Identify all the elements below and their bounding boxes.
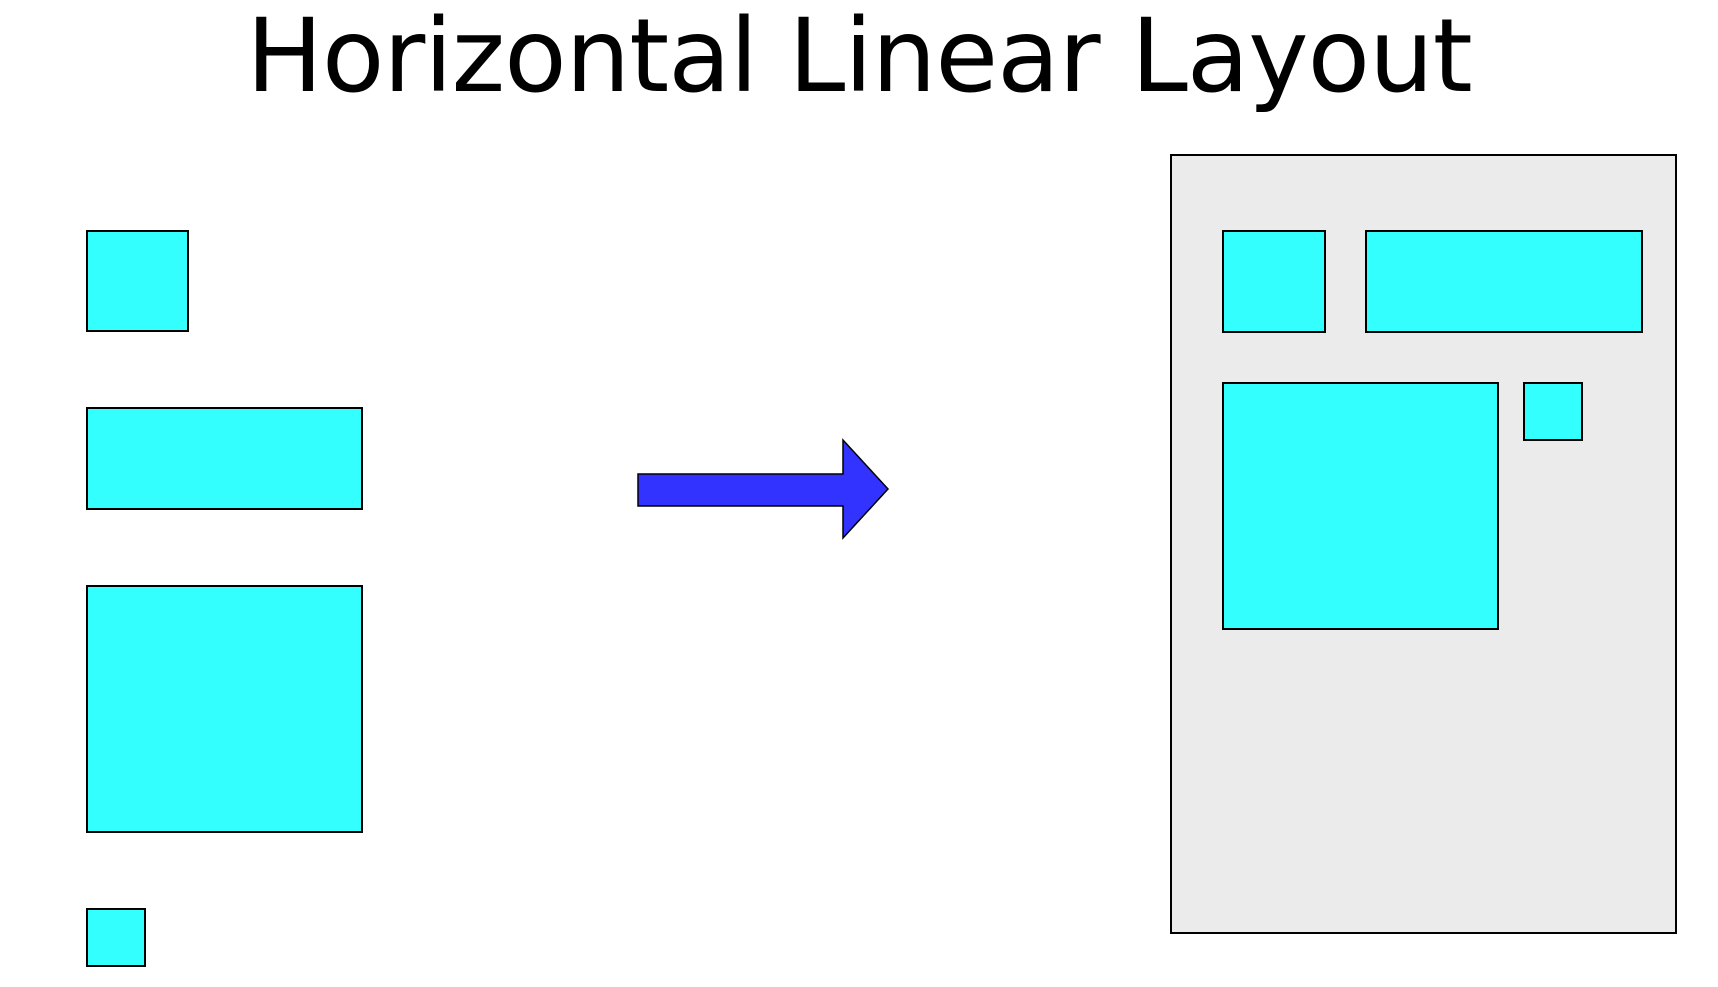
layout-screen-container — [1170, 154, 1677, 934]
source-box-tiny-square — [86, 908, 146, 967]
layout-box-tiny-square — [1523, 382, 1583, 441]
arrow-shape — [637, 438, 890, 540]
source-box-large-square — [86, 585, 363, 833]
layout-box-small-square — [1222, 230, 1326, 333]
slide-title: Horizontal Linear Layout — [246, 0, 1472, 116]
right-arrow-icon — [637, 438, 890, 540]
source-box-small-square — [86, 230, 189, 332]
layout-box-wide-rectangle — [1365, 230, 1643, 333]
layout-box-large-square — [1222, 382, 1499, 630]
source-box-wide-rectangle — [86, 407, 363, 510]
